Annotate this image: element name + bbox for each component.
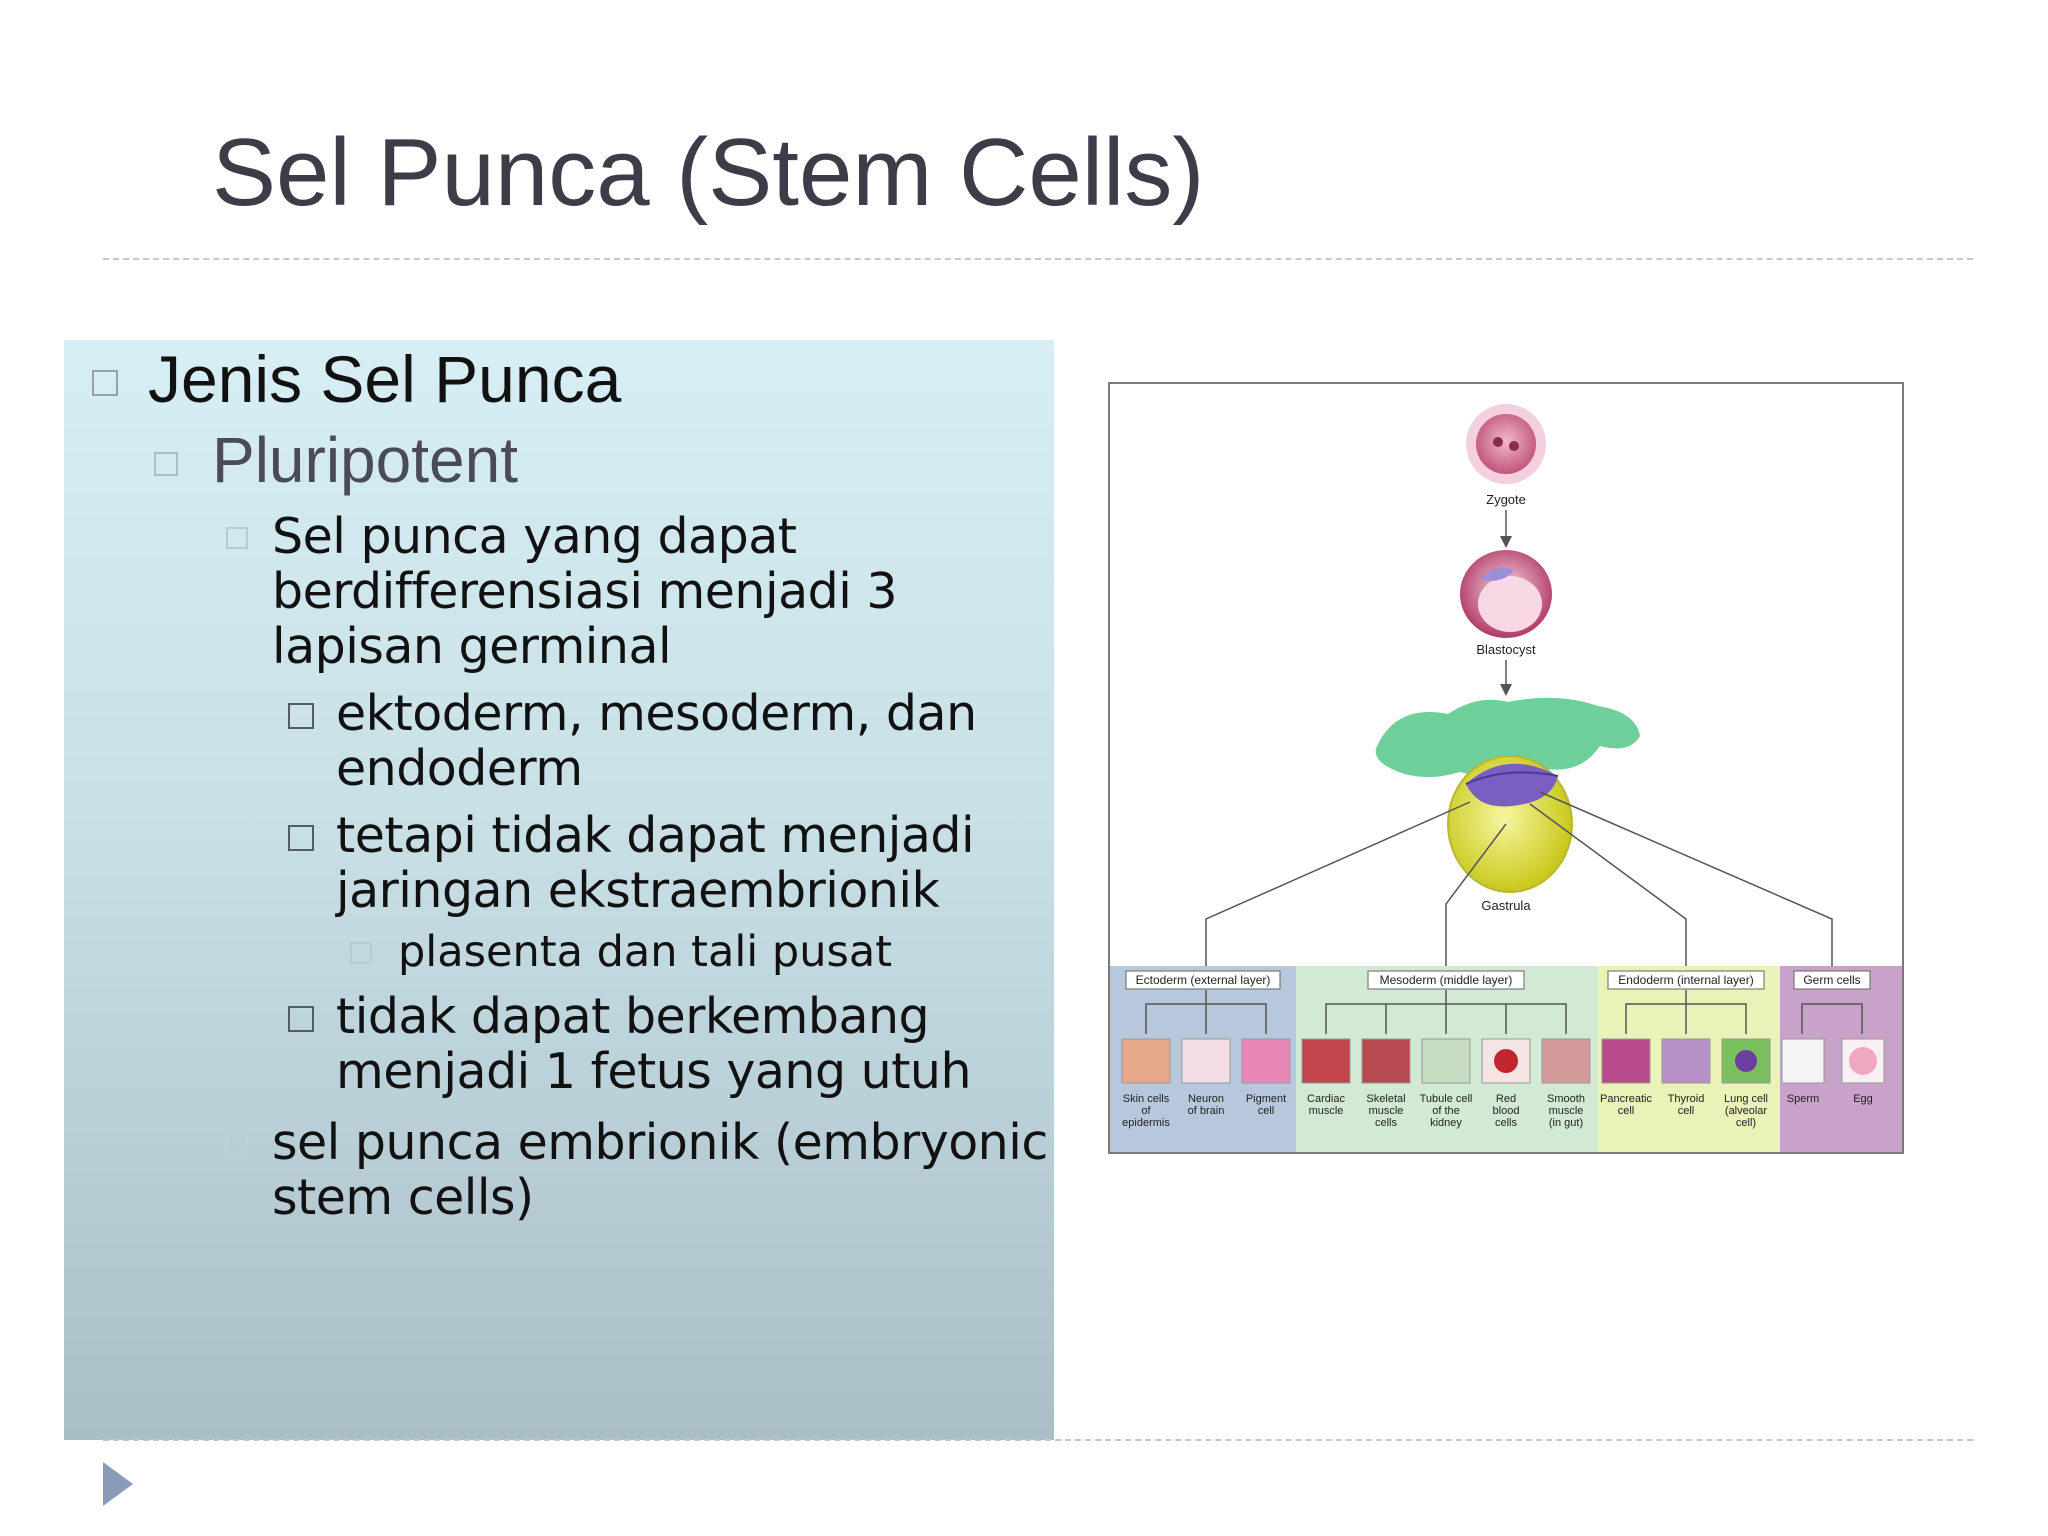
- footer-divider: [103, 1439, 1973, 1441]
- bullet-line: menjadi 1 fetus yang utuh: [336, 1043, 972, 1100]
- bullet-square-icon: [288, 703, 314, 729]
- bullet-line: berdifferensiasi menjadi 3: [272, 563, 898, 620]
- bullet-line: sel punca embrionik (embryonic: [272, 1114, 1048, 1171]
- bullet-jenis-sel-punca: Jenis Sel Punca: [92, 340, 621, 418]
- bullet-line: tidak dapat berkembang: [336, 988, 930, 1045]
- bullet-line: endoderm: [336, 740, 583, 797]
- blastocyst-icon: [1460, 550, 1552, 638]
- label-gastrula: Gastrula: [1481, 898, 1531, 913]
- bullet-placenta: plasenta dan tali pusat: [350, 927, 892, 977]
- gastrula-branch-lines: [1205, 791, 1833, 966]
- bullet-line: ektoderm, mesoderm, dan: [336, 685, 977, 742]
- label-sperm: Sperm: [1787, 1093, 1819, 1105]
- cell-thumbnails: [1121, 1038, 1885, 1084]
- bullet-line: Sel punca yang dapat: [272, 508, 797, 565]
- next-slide-arrow-icon[interactable]: [103, 1462, 133, 1506]
- bullet-text: Jenis Sel Punca: [148, 342, 622, 416]
- bullet-germ-layers: ektoderm, mesoderm, dan endoderm: [288, 686, 977, 796]
- bullet-text: plasenta dan tali pusat: [398, 927, 893, 977]
- bullet-line: stem cells): [272, 1169, 534, 1226]
- label-germ-cells: Germ cells: [1803, 973, 1860, 987]
- bullet-square-icon: [350, 942, 372, 964]
- bullet-square-icon: [288, 1006, 314, 1032]
- content-panel: [64, 340, 1054, 1440]
- bullet-line: lapisan germinal: [272, 618, 672, 675]
- layer-branch-lines: [1145, 990, 1863, 1034]
- bullet-not-extraembryonic: tetapi tidak dapat menjadi jaringan ekst…: [288, 807, 975, 919]
- bullet-square-icon: [154, 452, 178, 476]
- bullet-square-icon: [226, 1133, 248, 1155]
- label-egg: Egg: [1853, 1093, 1873, 1105]
- bullet-no-fetus: tidak dapat berkembang menjadi 1 fetus y…: [288, 988, 972, 1100]
- zygote-icon: [1466, 404, 1546, 484]
- bullet-line: tetapi tidak dapat menjadi: [336, 807, 975, 864]
- bullet-definition: Sel punca yang dapat berdifferensiasi me…: [226, 508, 898, 675]
- label-mesoderm: Mesoderm (middle layer): [1380, 973, 1513, 987]
- slide-title: Sel Punca (Stem Cells): [212, 119, 1205, 226]
- label-ectoderm: Ectoderm (external layer): [1136, 973, 1271, 987]
- label-zygote: Zygote: [1486, 492, 1526, 507]
- title-divider: [103, 258, 1973, 260]
- bullet-pluripotent: Pluripotent: [154, 422, 518, 498]
- stem-cell-differentiation-figure: Zygote Blastocyst Gastrula Ectoderm (ext…: [1108, 382, 1904, 1154]
- bullet-square-icon: [226, 527, 248, 549]
- bullet-embryonic-stem-cells: sel punca embrionik (embryonic stem cell…: [226, 1115, 1048, 1225]
- gastrula-icon: [1375, 697, 1640, 893]
- bullet-text: Pluripotent: [212, 424, 518, 496]
- bullet-line: jaringan ekstraembrionik: [336, 862, 940, 919]
- label-endoderm: Endoderm (internal layer): [1618, 973, 1753, 987]
- label-blastocyst: Blastocyst: [1476, 642, 1536, 657]
- bullet-square-icon: [92, 370, 118, 396]
- bullet-square-icon: [288, 825, 314, 851]
